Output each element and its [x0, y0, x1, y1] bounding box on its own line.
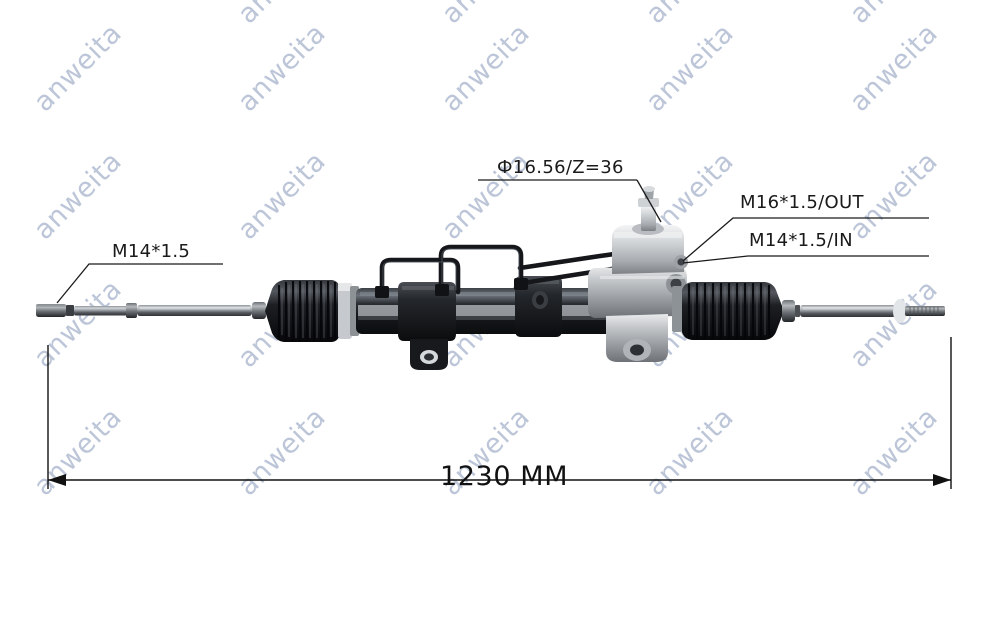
valve-housing	[588, 186, 688, 362]
port-out-label: M16*1.5/OUT	[740, 192, 864, 213]
pinion-spec-label: Ф16.56/Z=36	[497, 157, 624, 178]
leader-line-left-thread	[56, 263, 223, 304]
tube-clamps	[375, 278, 528, 298]
leader-line-port-out	[682, 217, 929, 262]
overall-length-label: 1230 MM	[440, 461, 569, 492]
port-in-label: M14*1.5/IN	[749, 230, 853, 251]
arrowhead-right	[933, 474, 951, 486]
leader-line-pinion-diagonal	[636, 179, 662, 223]
leader-line-port-in	[682, 255, 929, 264]
left-tie-rod	[36, 302, 266, 319]
right-tie-rod	[782, 299, 945, 323]
dimension-lines	[47, 337, 952, 489]
left-thread-label: M14*1.5	[112, 241, 191, 262]
arrowhead-left	[48, 474, 66, 486]
right-bellows-boot	[672, 282, 784, 340]
mount-bracket-left	[398, 282, 456, 370]
left-bellows-boot	[265, 280, 359, 342]
